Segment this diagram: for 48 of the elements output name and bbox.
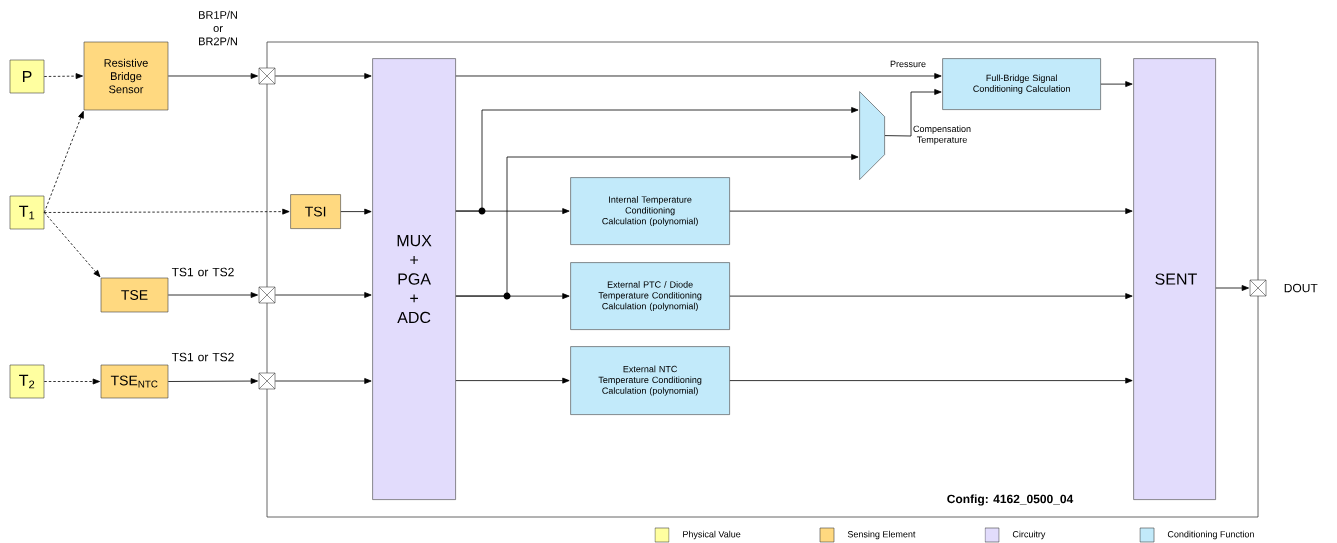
arrow	[43, 208, 290, 215]
arrow	[455, 377, 570, 384]
function-box: External NTC Temperature Conditioning Calculation (polynomial)	[570, 346, 730, 415]
arrow	[729, 377, 1133, 384]
pin-symbol	[258, 286, 276, 304]
arrow	[43, 110, 84, 213]
circuit-block: MUX + PGA + ADC	[372, 58, 456, 500]
arrow	[43, 378, 100, 385]
circuit-block: SENT	[1133, 58, 1216, 500]
arrow	[1215, 285, 1249, 291]
pin-symbol	[258, 372, 276, 390]
legend-label: Conditioning Function	[1167, 530, 1254, 540]
edge-label: TS1 or TS2	[171, 267, 234, 277]
function-box: Full-Bridge Signal Conditioning Calculation	[942, 58, 1101, 110]
edge-label: TS1 or TS2	[171, 352, 234, 362]
sensor-box: TSE$_{NTC}$	[100, 364, 169, 399]
sensor-box: TSI	[290, 194, 341, 229]
arrow	[167, 292, 258, 298]
arrow	[43, 212, 101, 278]
arrow	[455, 73, 942, 79]
arrow	[167, 378, 258, 384]
physical-value-box: P	[9, 59, 45, 94]
arrow	[340, 208, 372, 215]
sensor-box: Resistive Bridge Sensor	[83, 41, 169, 111]
arrow	[729, 293, 1133, 300]
arrow	[167, 73, 258, 79]
arrow	[274, 73, 372, 79]
arrow	[455, 107, 859, 212]
arrow	[1100, 81, 1133, 88]
arrow	[274, 292, 372, 298]
arrow	[884, 89, 942, 137]
function-box: External PTC / Diode Temperature Conditioning Calculation (polynomial)	[570, 262, 730, 330]
arrow	[455, 154, 859, 297]
legend-label: Physical Value	[683, 530, 741, 540]
multiplexer-symbol	[859, 91, 885, 180]
arrow	[729, 208, 1133, 215]
arrow	[43, 73, 83, 80]
legend-label: Circuitry	[1012, 530, 1046, 540]
edge-label: Pressure	[890, 60, 926, 68]
sensor-box: TSE	[100, 277, 169, 313]
physical-value-box: T$_{1}$	[9, 195, 45, 230]
edge-label: Compensation Temperature	[913, 125, 971, 145]
legend-label: Sensing Element	[847, 530, 916, 540]
arrow	[274, 378, 372, 384]
function-box: Internal Temperature Conditioning Calculation (polynomial)	[570, 177, 730, 245]
pin-symbol	[258, 67, 276, 85]
edge-label: BR1P/N or BR2P/N	[199, 10, 237, 46]
physical-value-box: T$_{2}$	[9, 364, 45, 399]
